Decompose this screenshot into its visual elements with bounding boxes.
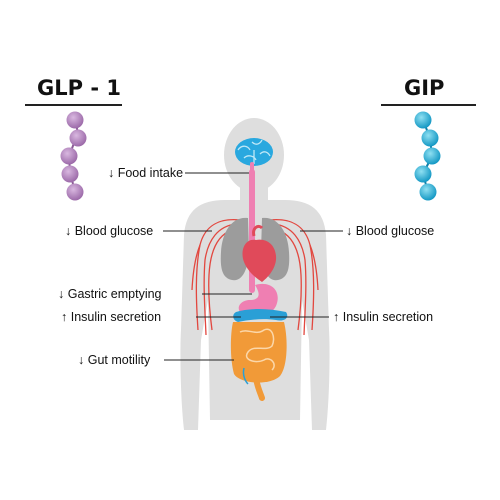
label-insulin-secretion-right: ↑ Insulin secretion [333, 310, 434, 324]
glp1-title: GLP - 1 [37, 76, 121, 100]
label-insulin-secretion-left: ↑ Insulin secretion [61, 310, 162, 324]
heart [242, 224, 277, 282]
gip-peptide-icon [414, 111, 441, 201]
glp1-peptide-icon [60, 111, 87, 201]
label-blood-glucose-right: ↓ Blood glucose [346, 224, 435, 238]
glp1-title-underline [25, 104, 122, 106]
label-gut-motility: ↓ Gut motility [78, 353, 151, 367]
pancreas [233, 309, 288, 322]
label-blood-glucose-left: ↓ Blood glucose [65, 224, 154, 238]
gip-title: GIP [404, 76, 445, 100]
label-food-intake: ↓ Food intake [108, 166, 184, 180]
stomach [238, 283, 278, 317]
label-gastric-emptying: ↓ Gastric emptying [58, 287, 162, 301]
intestines [230, 322, 287, 401]
gip-title-underline [381, 104, 476, 106]
brain [235, 138, 273, 178]
pointer-lines [163, 172, 343, 361]
